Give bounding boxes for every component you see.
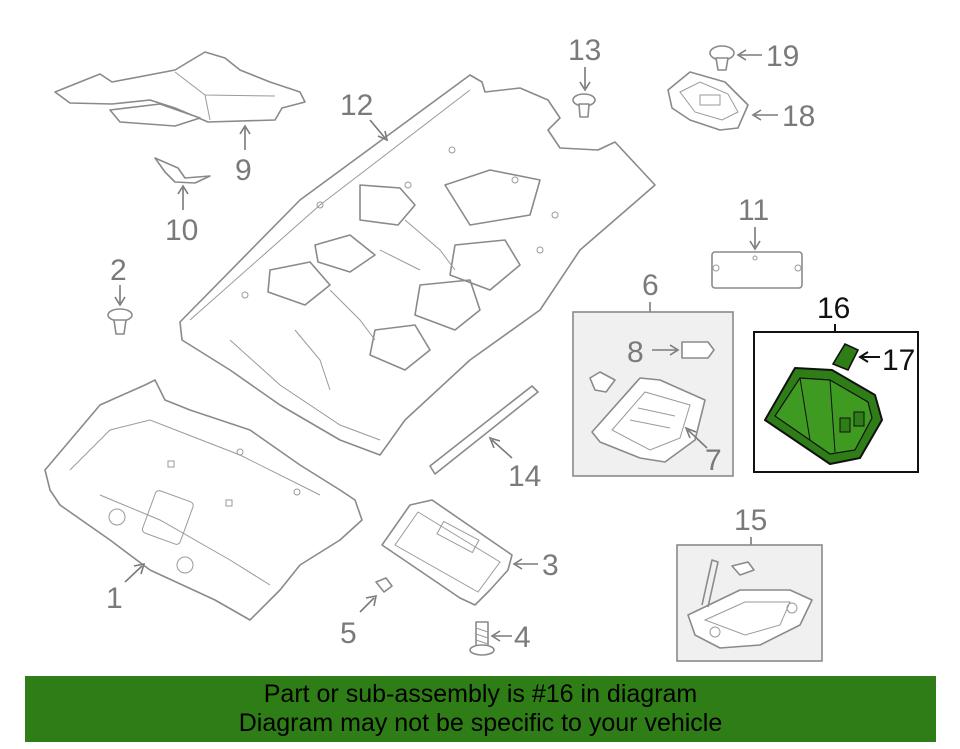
callout-12: 12 <box>340 89 373 122</box>
callout-4: 4 <box>514 621 531 654</box>
callout-9: 9 <box>235 154 252 187</box>
part-14-trim-strip <box>429 385 539 475</box>
part-2-push-pin <box>107 308 133 335</box>
part-8-socket <box>589 371 616 393</box>
callout-13: 13 <box>568 34 601 67</box>
banner-line-2: Diagram may not be specific to your vehi… <box>238 709 723 737</box>
part-5-clip <box>375 577 393 593</box>
part-9-bracket <box>54 51 306 127</box>
callout-16: 16 <box>817 292 850 325</box>
part-15-lamp-assembly <box>687 559 813 649</box>
callout-7: 7 <box>705 444 722 477</box>
leader-14 <box>491 439 513 459</box>
callout-10: 10 <box>165 214 198 247</box>
callout-6: 6 <box>642 269 659 302</box>
part-10-clip <box>154 157 211 184</box>
callout-8: 8 <box>627 336 644 369</box>
callout-14: 14 <box>508 460 541 493</box>
callout-18: 18 <box>782 100 815 133</box>
callout-17: 17 <box>882 344 915 377</box>
leader-5 <box>359 597 375 613</box>
callout-19: 19 <box>766 40 799 73</box>
leader-1 <box>124 565 143 583</box>
part-1-headliner-assembly <box>44 379 363 621</box>
part-7-lamp-housing <box>591 377 706 463</box>
callout-15: 15 <box>734 504 767 537</box>
leader-7 <box>687 429 708 449</box>
callout-2: 2 <box>110 254 127 287</box>
part-18-cover <box>667 71 749 131</box>
info-banner: Part or sub-assembly is #16 in diagram D… <box>25 676 936 742</box>
part-8-bulb <box>681 341 715 359</box>
part-13-push-pin <box>572 93 596 118</box>
callout-11: 11 <box>738 194 769 227</box>
part-19-clip <box>709 45 735 71</box>
part-12-headliner <box>179 74 656 456</box>
part-11-lamp-module <box>711 251 803 289</box>
leader-12 <box>369 119 386 139</box>
callout-3: 3 <box>542 549 559 582</box>
banner-line-1: Part or sub-assembly is #16 in diagram <box>263 680 698 708</box>
part-16-map-lamp <box>764 367 883 465</box>
part-4-screw <box>469 621 495 656</box>
part-3-sun-visor <box>381 499 513 606</box>
part-17-bulb <box>831 342 860 372</box>
callout-1: 1 <box>106 582 123 615</box>
callout-5: 5 <box>340 617 357 650</box>
